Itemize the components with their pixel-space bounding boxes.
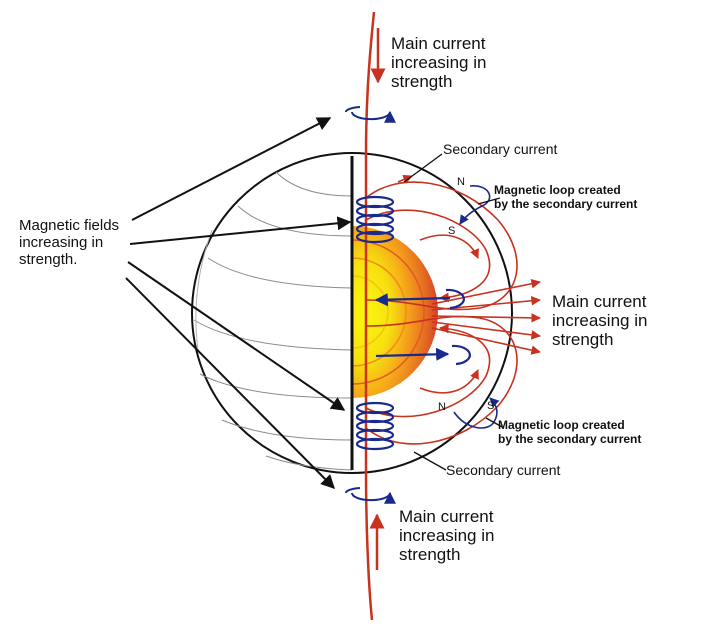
label-magnetic-fields: Magnetic fields increasing in strength.	[19, 217, 120, 268]
label-main-current-right: Main current increasing in strength	[552, 292, 647, 349]
pole-s-bottom: S	[487, 400, 495, 412]
pole-n-bottom: N	[438, 401, 446, 413]
label-magnetic-loop-top: Magnetic loop created by the secondary c…	[494, 183, 637, 212]
label-line: by the secondary current	[498, 432, 642, 447]
label-line: Secondary current	[446, 462, 561, 478]
label-line: by the secondary current	[494, 197, 638, 212]
label-line: Secondary current	[443, 141, 558, 157]
label-secondary-current-top: Secondary current	[443, 141, 558, 158]
label-magnetic-loop-bottom: Magnetic loop created by the secondary c…	[498, 418, 641, 447]
label-line: Main current	[399, 507, 494, 526]
coil-top	[355, 195, 395, 244]
label-line: increasing in	[391, 53, 487, 73]
leader-lines	[403, 153, 505, 471]
label-line: Magnetic loop created	[494, 183, 621, 197]
magnetic-loop-top	[459, 185, 491, 225]
label-main-current-top: Main current increasing in strength	[391, 34, 486, 91]
secondary-current-loops	[365, 174, 541, 445]
pointer-arrows	[125, 117, 352, 489]
label-line: strength	[552, 330, 614, 350]
field-ring-bottom	[345, 487, 396, 504]
label-main-current-bottom: Main current increasing in strength	[399, 507, 494, 564]
label-line: strength.	[19, 250, 78, 268]
label-line: increasing in	[399, 526, 495, 546]
label-secondary-current-bottom: Secondary current	[446, 462, 561, 479]
pole-s-top: S	[448, 225, 456, 237]
pole-n-top: N	[457, 176, 465, 188]
label-line: Magnetic fields	[19, 217, 120, 234]
label-line: strength	[391, 72, 453, 92]
globe	[191, 152, 513, 474]
label-line: increasing in	[19, 233, 104, 251]
label-line: Main current	[391, 34, 486, 53]
label-line: increasing in	[552, 311, 648, 331]
label-line: strength	[399, 545, 461, 565]
label-line: Main current	[552, 292, 647, 311]
field-ring-top	[345, 106, 396, 123]
main-current-wire	[364, 11, 386, 621]
core-field-arrows	[374, 288, 471, 366]
label-line: Magnetic loop created	[498, 418, 625, 432]
coil-bottom	[355, 401, 395, 451]
